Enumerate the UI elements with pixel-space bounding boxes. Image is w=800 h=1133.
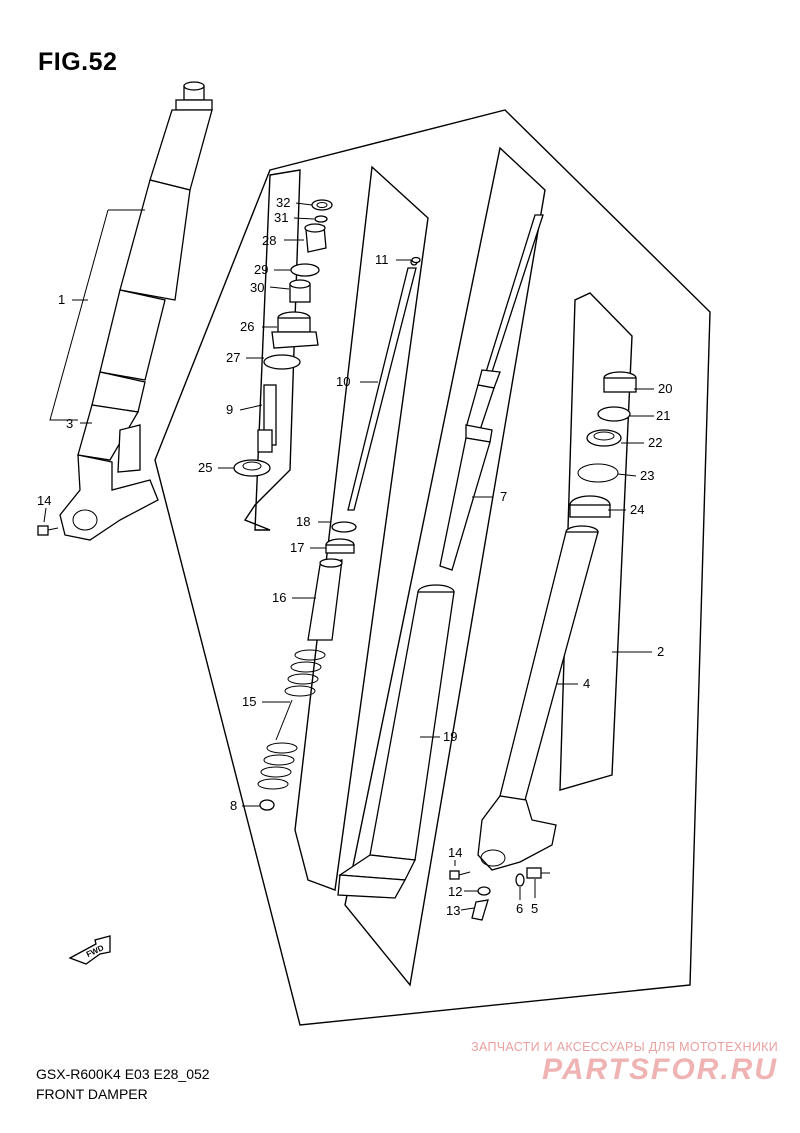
cap-bolt-26 (271, 311, 319, 349)
callout-12: 12 (448, 884, 462, 899)
callout-8: 8 (230, 798, 237, 813)
figure-title: FIG.52 (38, 48, 118, 76)
callout-27: 27 (226, 350, 240, 365)
callout-15: 15 (242, 694, 256, 709)
damper-group-frame (294, 165, 429, 891)
callout-4: 4 (583, 676, 590, 691)
spacer-16 (307, 558, 343, 641)
nut-8 (259, 799, 275, 811)
callout-22: 22 (648, 435, 662, 450)
o-ring-29 (290, 263, 320, 277)
callout-16: 16 (272, 590, 286, 605)
fwd-arrow-icon: FWD (68, 935, 111, 965)
section-name: FRONT DAMPER (36, 1086, 148, 1102)
ring-31 (314, 215, 328, 223)
bolt-14-right (449, 870, 471, 880)
washer-18 (331, 521, 357, 533)
bolt-5 (526, 867, 550, 879)
callout-19: 19 (443, 729, 457, 744)
fork-assembly-left (59, 81, 213, 541)
callout-3: 3 (66, 416, 73, 431)
cartridge-frame (344, 146, 546, 987)
callout-26: 26 (240, 319, 254, 334)
oil-seal-22 (586, 429, 622, 447)
leader-lines (43, 202, 654, 911)
callout-6: 6 (516, 901, 523, 916)
seal-17 (325, 538, 355, 554)
callout-28: 28 (262, 233, 276, 248)
damper-rod-10 (347, 258, 418, 511)
callout-1: 1 (58, 292, 65, 307)
model-code: GSX-R600K4 E03 E28_052 (36, 1066, 210, 1082)
cartridge-7 (439, 214, 544, 571)
o-ring-27 (263, 354, 301, 370)
assembly-frame-outer (154, 109, 711, 1026)
callout-17: 17 (290, 540, 304, 555)
collar-30 (289, 279, 311, 303)
callout-31: 31 (274, 210, 288, 225)
callout-7: 7 (500, 489, 507, 504)
dust-seal-24 (569, 495, 611, 518)
callout-32: 32 (276, 195, 290, 210)
callout-13: 13 (446, 903, 460, 918)
washer-6 (515, 873, 525, 887)
callout-25: 25 (198, 460, 212, 475)
callout-29: 29 (254, 262, 268, 277)
spacer-25 (233, 459, 271, 477)
clip-11 (411, 256, 421, 264)
bolt-14-left (37, 525, 59, 536)
washer-12 (477, 886, 491, 896)
outer-tube-4 (477, 525, 599, 871)
callout-21: 21 (656, 408, 670, 423)
callout-10: 10 (336, 374, 350, 389)
spring-15 (257, 649, 326, 790)
watermark-tagline: ЗАПЧАСТИ И АКСЕССУАРЫ ДЛЯ МОТОТЕХНИКИ (471, 1040, 778, 1054)
callout-5: 5 (531, 901, 538, 916)
outer-tube-frame (559, 292, 633, 791)
callout-30: 30 (250, 280, 264, 295)
callout-labels: 1 3 14 32 31 28 29 30 26 27 9 25 10 11 1… (37, 195, 672, 918)
washer-32 (311, 199, 333, 211)
inner-tube-19 (337, 584, 455, 899)
callout-14-right: 14 (448, 845, 462, 860)
rod-9 (257, 384, 277, 453)
washer-21 (597, 406, 631, 422)
callout-23: 23 (640, 468, 654, 483)
callout-24: 24 (630, 502, 644, 517)
callout-18: 18 (296, 514, 310, 529)
circlip-23 (577, 463, 619, 483)
bushing-20 (603, 371, 637, 393)
cap-group-frame (243, 169, 301, 531)
callout-2: 2 (657, 644, 664, 659)
callout-14-left: 14 (37, 493, 51, 508)
bolt-13 (471, 899, 489, 921)
adjuster-28 (304, 223, 327, 253)
callout-9: 9 (226, 402, 233, 417)
callout-20: 20 (658, 381, 672, 396)
watermark-logo: PARTSFOR.RU (542, 1053, 778, 1086)
callout-11: 11 (375, 252, 389, 267)
